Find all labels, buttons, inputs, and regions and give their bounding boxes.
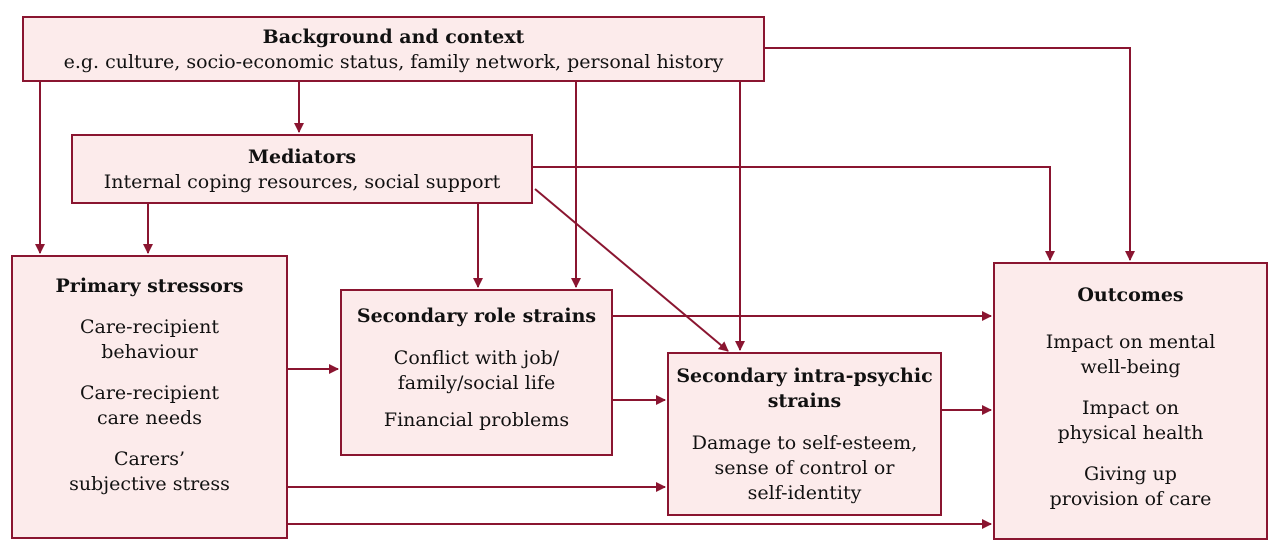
arrow-mediators-to-intra <box>534 188 729 352</box>
mediators-title: Mediators <box>247 146 357 168</box>
intra-title-line-2: strains <box>767 390 842 412</box>
intra-item-1-line-3: self-identity <box>747 482 862 504</box>
background-subtitle: e.g. culture, socio-economic status, fam… <box>63 51 724 73</box>
primary-item-1-line-1: Care-recipient <box>79 316 219 338</box>
intra-title-line-1: Secondary intra-psychic <box>676 365 933 387</box>
role-item-1: Conflict with job/ family/social life <box>342 346 611 396</box>
primary-item-2-line-1: Care-recipient <box>79 382 219 404</box>
outcomes-item-3: Giving up provision of care <box>995 462 1266 512</box>
outcomes-box: Outcomes Impact on mental well-being Imp… <box>993 262 1268 540</box>
primary-item-2: Care-recipient care needs <box>13 381 286 431</box>
secondary-role-strains-box: Secondary role strains Conflict with job… <box>340 289 613 456</box>
outcomes-item-3-line-2: provision of care <box>1049 488 1212 510</box>
background-context-box: Background and context e.g. culture, soc… <box>22 16 765 82</box>
primary-item-3-line-2: subjective stress <box>69 473 230 495</box>
background-title: Background and context <box>262 26 525 48</box>
role-item-2: Financial problems <box>383 409 570 431</box>
outcomes-item-2-line-1: Impact on <box>1081 397 1179 419</box>
primary-item-1-line-2: behaviour <box>101 341 198 363</box>
mediators-box: Mediators Internal coping resources, soc… <box>71 134 533 204</box>
role-item-1-line-2: family/social life <box>397 372 556 394</box>
intra-item-1-line-1: Damage to self-esteem, <box>691 432 918 454</box>
intra-title: Secondary intra-psychic strains <box>669 364 940 414</box>
secondary-intra-psychic-strains-box: Secondary intra-psychic strains Damage t… <box>667 352 942 516</box>
intra-item-1-line-2: sense of control or <box>714 457 895 479</box>
arrow-mediators-to-outcomes <box>533 166 1055 261</box>
outcomes-item-1: Impact on mental well-being <box>995 330 1266 380</box>
primary-item-3-line-1: Carers’ <box>113 448 186 470</box>
outcomes-item-1-line-2: well-being <box>1080 356 1181 378</box>
arrow-background-to-outcomes <box>765 47 1135 261</box>
primary-title: Primary stressors <box>55 275 244 297</box>
role-item-1-line-1: Conflict with job/ <box>393 347 560 369</box>
mediators-subtitle: Internal coping resources, social suppor… <box>103 171 501 193</box>
primary-stressors-box: Primary stressors Care-recipient behavio… <box>11 255 288 539</box>
outcomes-item-2: Impact on physical health <box>995 396 1266 446</box>
intra-item-1: Damage to self-esteem, sense of control … <box>669 431 940 506</box>
role-title: Secondary role strains <box>356 305 597 327</box>
primary-item-2-line-2: care needs <box>97 407 202 429</box>
primary-item-1: Care-recipient behaviour <box>13 315 286 365</box>
outcomes-item-1-line-1: Impact on mental <box>1045 331 1216 353</box>
outcomes-item-3-line-1: Giving up <box>1084 463 1177 485</box>
outcomes-title: Outcomes <box>1077 284 1184 306</box>
primary-item-3: Carers’ subjective stress <box>13 447 286 497</box>
outcomes-item-2-line-2: physical health <box>1057 422 1204 444</box>
